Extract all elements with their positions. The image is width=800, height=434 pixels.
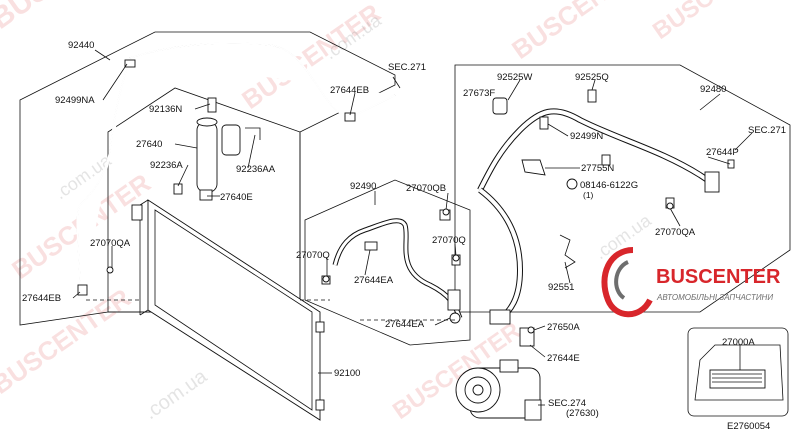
- label-sec271-right: SEC.271: [748, 125, 786, 136]
- label-92100: 92100: [334, 368, 360, 379]
- part-labels: 92440 92499NA 92136N 27640 92236A 92236A…: [22, 40, 786, 432]
- label-27640: 27640: [136, 139, 162, 150]
- label-27070QA-right: 27070QA: [655, 227, 696, 238]
- label-27644EA-a: 27644EA: [354, 275, 394, 286]
- label-92136N: 92136N: [149, 104, 182, 115]
- label-92490: 92490: [350, 181, 376, 192]
- clip-92499NA: [124, 59, 136, 68]
- label-27644EB-top: 27644EB: [330, 85, 369, 96]
- label-92236AA: 92236AA: [236, 164, 276, 175]
- label-92499NA: 92499NA: [55, 95, 95, 106]
- label-27070QA-left: 27070QA: [90, 238, 131, 249]
- label-08146-qty: (1): [583, 190, 594, 200]
- watermark-domain: .com.ua: [591, 210, 656, 264]
- pipe-92490: [321, 209, 463, 324]
- label-92525W: 92525W: [497, 72, 532, 83]
- logo-tagline: АВТОМОБІЛЬНІ ЗАПЧАСТИНИ: [656, 293, 773, 302]
- label-sec274: SEC.274: [548, 398, 586, 409]
- buscenter-logo: BUSCENTER АВТОМОБІЛЬНІ ЗАПЧАСТИНИ: [601, 247, 781, 318]
- clip-27644EB-left: [77, 284, 88, 296]
- frame-mid-group: [304, 179, 471, 346]
- label-92499N: 92499N: [570, 131, 603, 142]
- label-27673F: 27673F: [463, 88, 495, 99]
- label-27644E: 27644E: [547, 353, 580, 364]
- label-92525Q: 92525Q: [575, 72, 609, 83]
- pipe-92480: [477, 89, 735, 347]
- label-27650A: 27650A: [547, 322, 580, 333]
- vehicle-inset: [687, 327, 789, 417]
- leader-lines: [72, 49, 753, 406]
- label-92440: 92440: [68, 40, 94, 51]
- label-sec271-top: SEC.271: [388, 62, 426, 73]
- logo-swoosh-icon: [601, 247, 653, 318]
- label-27644P: 27644P: [706, 147, 739, 158]
- label-27070Q-mid: 27070Q: [432, 235, 466, 246]
- label-27640E: 27640E: [220, 192, 253, 203]
- label-27070QB: 27070QB: [406, 183, 446, 194]
- logo-brand: BUSCENTER: [656, 266, 781, 288]
- watermark-domain: .com.ua: [140, 365, 212, 424]
- watermark-brand: BUSCENTER: [0, 0, 157, 36]
- label-27644EB-left: 27644EB: [22, 293, 61, 304]
- label-27755N: 27755N: [581, 163, 614, 174]
- bolt-markers: [106, 202, 674, 334]
- diagram-code: E2760054: [727, 421, 770, 432]
- pipe-92440: [76, 42, 396, 296]
- label-27070Q-left: 27070Q: [296, 250, 330, 261]
- frame-drier-group: [107, 87, 301, 313]
- label-92551: 92551: [548, 282, 574, 293]
- label-27644EA-b: 27644EA: [385, 319, 425, 330]
- watermark-brand: BUSCENTER: [648, 0, 786, 45]
- receiver-drier: [173, 97, 261, 201]
- label-27000A: 27000A: [722, 337, 755, 348]
- label-92480: 92480: [700, 84, 726, 95]
- watermark-brand: BUSCENTER: [506, 0, 656, 65]
- label-08146: 08146-6122G: [580, 180, 638, 191]
- label-92236A: 92236A: [150, 160, 183, 171]
- clip-27644EB-top: [344, 112, 356, 122]
- compressor: [455, 359, 542, 421]
- condenser-92100: [86, 199, 325, 421]
- label-sec274-ref: (27630): [566, 408, 599, 419]
